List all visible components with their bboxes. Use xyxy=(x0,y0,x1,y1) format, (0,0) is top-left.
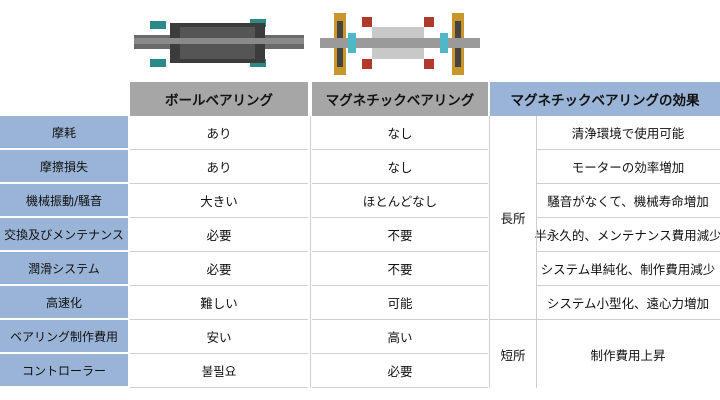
ball-vibration-noise: 大きい xyxy=(130,184,308,218)
row-label-maintenance: 交換及びメンテナンス xyxy=(0,218,128,252)
effect-cost-increase: 制作費用上昇 xyxy=(590,347,666,363)
magnetic-vibration-noise: ほとんどなし xyxy=(312,184,488,218)
group-disadvantages: 短所 xyxy=(500,347,526,363)
ball-high-speed: 難しい xyxy=(130,286,308,320)
ball-friction-loss: あり xyxy=(130,150,308,184)
effect-clean-environment: 清浄環境で使用可能 xyxy=(536,116,720,150)
ball-controller: 불필요 xyxy=(130,354,308,388)
magnetic-maintenance: 不要 xyxy=(312,218,488,252)
effect-miniaturization: システム小型化、遠心力増加 xyxy=(536,286,720,320)
row-label-wear: 摩耗 xyxy=(0,116,128,150)
effect-motor-efficiency: モーターの効率増加 xyxy=(536,150,720,184)
ball-wear: あり xyxy=(130,116,308,150)
header-magnetic-bearing: マグネチックベアリング xyxy=(312,82,488,116)
group-advantages: 長所 xyxy=(490,116,536,320)
ball-bearing-image xyxy=(130,5,308,82)
grid-line xyxy=(536,116,537,388)
magnetic-lubrication: 不要 xyxy=(312,252,488,286)
magnetic-wear: なし xyxy=(312,116,488,150)
row-label-bearing-cost: ベアリング制作費用 xyxy=(0,320,128,354)
effect-quiet-long-life: 騒音がなくて、機械寿命増加 xyxy=(536,184,720,218)
magnetic-bearing-image xyxy=(312,5,488,82)
effect-system-simplification: システム単純化、制作費用減少 xyxy=(536,252,720,286)
row-label-high-speed: 高速化 xyxy=(0,286,128,320)
row-label-vibration-noise: 機械振動/騒音 xyxy=(0,184,128,218)
magnetic-high-speed: 可能 xyxy=(312,286,488,320)
grid-line xyxy=(310,116,311,388)
row-label-friction-loss: 摩擦損失 xyxy=(0,150,128,184)
magnetic-controller: 必要 xyxy=(312,354,488,388)
ball-lubrication: 必要 xyxy=(130,252,308,286)
header-ball-bearing: ボールベアリング xyxy=(130,82,308,116)
magnetic-bearing-cost: 高い xyxy=(312,320,488,354)
grid-line xyxy=(489,116,490,388)
magnetic-friction-loss: なし xyxy=(312,150,488,184)
header-magnetic-bearing-effect: マグネチックベアリングの効果 xyxy=(490,82,720,116)
effect-maintenance-reduction: 半永久的、メンテナンス費用減少 xyxy=(534,218,720,252)
ball-maintenance: 必要 xyxy=(130,218,308,252)
row-label-lubrication: 潤滑システム xyxy=(0,252,128,286)
row-label-controller: コントローラー xyxy=(0,354,128,388)
ball-bearing-cost: 安い xyxy=(130,320,308,354)
